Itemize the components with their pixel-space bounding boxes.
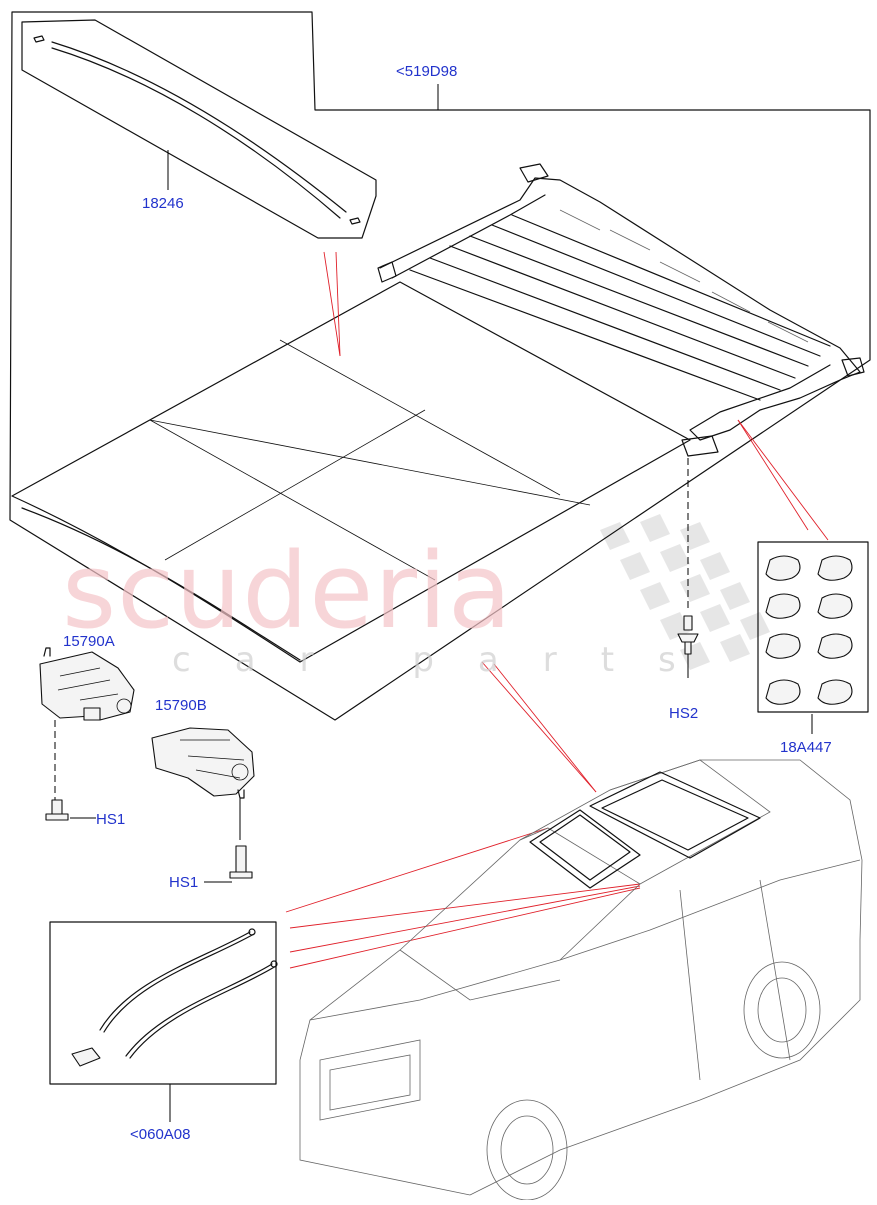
motor-15790a — [39, 647, 135, 721]
label-seal-strip[interactable]: 18246 — [142, 195, 184, 212]
assembly-frame — [9, 11, 871, 721]
drive-cables — [71, 928, 278, 1067]
checkered-flag-watermark — [600, 514, 770, 670]
seal-strip-part — [33, 35, 361, 225]
label-bumpers[interactable]: 18A447 — [780, 739, 832, 756]
screw-hs1-b — [229, 845, 253, 879]
red-callout-lines — [285, 251, 829, 969]
sunroof-blind-panel — [11, 281, 691, 663]
vehicle-sunroof-glass — [529, 771, 761, 889]
label-motor-a[interactable]: 15790A — [63, 633, 115, 650]
screw-hs2 — [677, 615, 699, 655]
screw-hs1-a — [45, 799, 69, 821]
label-assembly[interactable]: <519D98 — [396, 63, 458, 80]
cable-kit-box — [49, 921, 277, 1085]
bumper-pads — [765, 555, 853, 705]
seal-strip-inset-box — [21, 19, 377, 239]
bumpers-box — [757, 541, 869, 713]
vehicle-outline — [299, 759, 863, 1201]
label-motor-b[interactable]: 15790B — [155, 697, 207, 714]
label-cable-kit[interactable]: <060A08 — [130, 1126, 191, 1143]
watermark-brand: scuderia — [62, 530, 513, 652]
label-hs1-a[interactable]: HS1 — [96, 811, 126, 828]
label-hs2[interactable]: HS2 — [669, 705, 699, 722]
motor-15790b — [151, 727, 255, 799]
watermark-sub: car parts — [172, 640, 720, 680]
blind-frame-assembly — [377, 163, 865, 457]
label-hs1-b[interactable]: HS1 — [169, 874, 199, 891]
